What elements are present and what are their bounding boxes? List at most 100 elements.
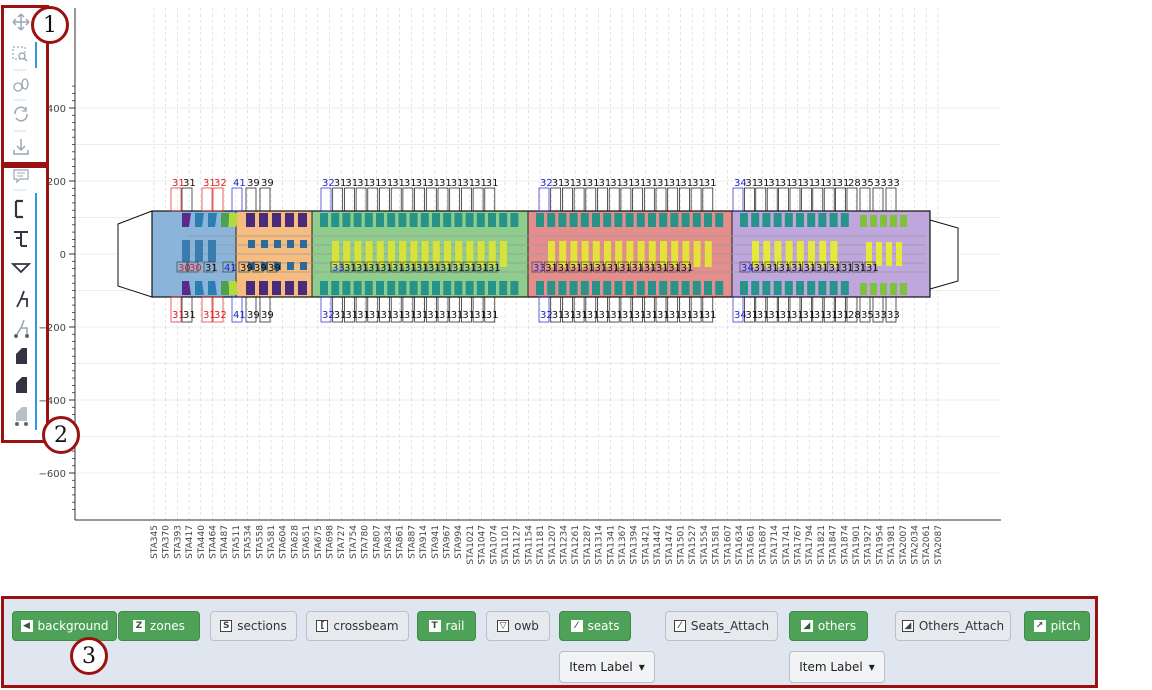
seat-blocks: [182, 213, 907, 295]
seat: [840, 281, 849, 295]
seat-pitch-label: 31: [427, 310, 440, 321]
others-toggle-button[interactable]: ◢others: [789, 611, 868, 641]
seat: [388, 241, 395, 267]
seat-pitch-label: 32: [322, 178, 335, 189]
seat-pitch-label: 41: [233, 178, 246, 189]
hover-icon[interactable]: [11, 167, 31, 189]
station-label: STA1901: [852, 525, 862, 565]
chevron-down-icon: ▾: [638, 660, 645, 674]
others-attach-tool-icon[interactable]: [11, 404, 31, 426]
owb-tool-icon[interactable]: [10, 257, 32, 279]
seat-pitch-label: 31: [704, 178, 717, 189]
background-toggle-button[interactable]: ◀background: [12, 611, 117, 641]
item-label-dropdown[interactable]: Item Label▾: [789, 651, 885, 683]
seat: [715, 213, 724, 227]
seat: [876, 242, 882, 266]
crossbeam-toggle-button[interactable]: [crossbeam: [306, 611, 409, 641]
callout-number-1: 1: [31, 6, 69, 44]
seat-pitch-label: 31: [791, 310, 804, 321]
station-label: STA604: [279, 525, 289, 559]
seat: [454, 281, 463, 295]
reset-icon[interactable]: [11, 103, 31, 125]
seat: [807, 281, 816, 295]
station-label: STA1847: [829, 525, 839, 565]
owb-toggle-button[interactable]: ▽owb: [486, 611, 550, 641]
wheel-zoom-icon[interactable]: [11, 75, 31, 97]
seat: [900, 215, 907, 227]
box-zoom-icon[interactable]: [11, 43, 31, 65]
seat-pitch-label: 31: [825, 310, 838, 321]
seat-attach-tool-icon[interactable]: [11, 317, 31, 339]
station-label: STA1661: [747, 525, 757, 565]
seat-pitch-label: 31: [634, 178, 647, 189]
seat: [880, 283, 887, 295]
seat: [784, 213, 793, 227]
seats-attach-toggle-button[interactable]: ⁄Seats_Attach: [665, 611, 778, 641]
toggle-button-label: owb: [514, 619, 539, 633]
toggle-button-label: zones: [150, 619, 185, 633]
seat-pitch-label: 31: [545, 263, 558, 274]
toggle-button-label: Seats_Attach: [690, 619, 770, 633]
seat-tool-icon[interactable]: [11, 288, 31, 310]
callout-box-2: [1, 165, 49, 443]
others-attach-toggle-button[interactable]: ◢Others_Attach: [895, 611, 1011, 641]
seat: [840, 213, 849, 227]
pitch-toggle-button[interactable]: ↗pitch: [1024, 611, 1090, 641]
seat-pitch-label: 33: [887, 178, 900, 189]
seat-pitch-label: 32: [540, 310, 553, 321]
seats-toggle-button[interactable]: ⁄seats: [559, 611, 631, 641]
seat-pitch-label: 34: [734, 310, 747, 321]
seat: [248, 262, 255, 270]
seat-pitch-label: 31: [416, 178, 429, 189]
station-label: STA1981: [887, 525, 897, 565]
seat-pitch-label: 31: [368, 263, 381, 274]
seat: [890, 215, 897, 227]
seat: [740, 213, 748, 227]
seat: [477, 241, 485, 267]
seat-pitch-label: 39: [247, 310, 260, 321]
item-label-dropdown[interactable]: Item Label▾: [559, 651, 655, 683]
save-icon[interactable]: [11, 136, 31, 158]
seat: [752, 241, 759, 267]
pan-icon[interactable]: [11, 11, 31, 33]
seat: [740, 281, 748, 295]
seat-pitch-label: 31: [766, 263, 779, 274]
seat: [773, 281, 782, 295]
seat: [751, 281, 760, 295]
seat: [488, 281, 496, 295]
others-tool-icon[interactable]: [11, 345, 31, 367]
seat-pitch-label: 34: [741, 263, 754, 274]
seat-pitch-label: 31: [804, 263, 817, 274]
seat: [636, 281, 645, 295]
seat-pitch-label: 31: [344, 263, 357, 274]
seat: [208, 240, 216, 262]
seat: [648, 281, 656, 295]
seat-pitch-label: 31: [357, 178, 370, 189]
seat: [272, 281, 281, 295]
station-label: STA1101: [501, 525, 511, 565]
sections-icon: S: [220, 620, 233, 632]
crossbeam-tool-icon[interactable]: [11, 198, 31, 220]
station-label: STA807: [372, 525, 382, 559]
seat: [354, 241, 362, 267]
seat: [860, 283, 867, 295]
seat-pitch-label: 35: [861, 310, 874, 321]
seat: [569, 281, 578, 295]
station-label: STA887: [407, 525, 417, 559]
seat-pitch-label: 31: [757, 178, 770, 189]
seat: [488, 241, 496, 267]
rail-tool-icon[interactable]: [11, 227, 31, 249]
seat: [398, 281, 407, 295]
seat-pitch-label: 31: [552, 178, 565, 189]
others-tool-icon-2[interactable]: [11, 374, 31, 396]
station-label: STA1234: [560, 525, 570, 565]
seat-pitch-label: 31: [381, 310, 394, 321]
toggle-button-label: sections: [237, 619, 287, 633]
seat-pitch-label: 31: [416, 263, 429, 274]
seat: [259, 213, 268, 227]
